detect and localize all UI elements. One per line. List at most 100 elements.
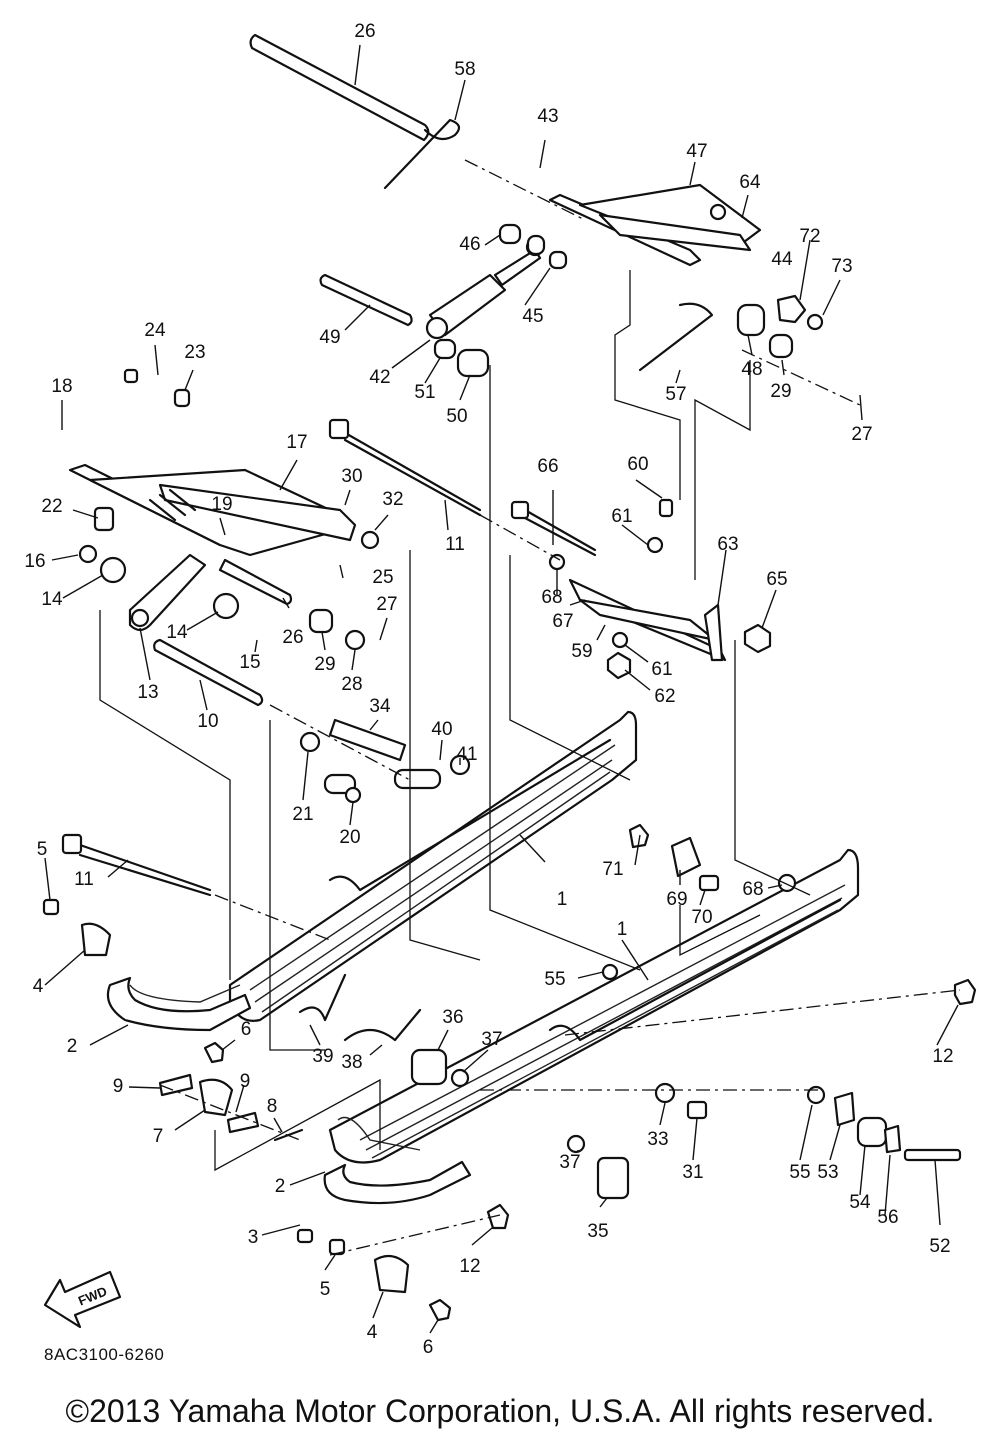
callout-12a: 12 <box>932 1046 953 1067</box>
callout-4b: 4 <box>367 1322 378 1343</box>
callout-67: 67 <box>552 611 573 632</box>
callout-7: 7 <box>153 1126 164 1147</box>
callout-63: 63 <box>717 534 738 555</box>
callout-41: 41 <box>456 744 477 765</box>
callout-44: 44 <box>771 249 793 270</box>
callout-30: 30 <box>341 466 362 487</box>
small-parts <box>42 118 977 1322</box>
callout-22: 22 <box>41 496 62 517</box>
callout-24: 24 <box>144 320 166 341</box>
callout-21: 21 <box>292 804 313 825</box>
callout-53: 53 <box>817 1162 838 1183</box>
callout-19: 19 <box>211 494 232 515</box>
callout-13: 13 <box>137 682 158 703</box>
slide-runner-left <box>106 976 252 1032</box>
callout-62: 62 <box>654 686 675 707</box>
callout-14b: 14 <box>166 622 188 643</box>
callout-9b: 9 <box>240 1071 251 1092</box>
callout-3: 3 <box>248 1227 259 1248</box>
callout-5b: 5 <box>320 1279 331 1300</box>
callout-38: 38 <box>341 1052 362 1073</box>
callout-70: 70 <box>691 907 712 928</box>
callout-66: 66 <box>537 456 558 477</box>
bolt-66 <box>510 500 597 557</box>
callout-40: 40 <box>431 719 452 740</box>
callout-55b: 55 <box>789 1162 810 1183</box>
callout-17: 17 <box>286 432 307 453</box>
callout-6a: 6 <box>241 1019 252 1040</box>
callout-20: 20 <box>339 827 360 848</box>
callout-23: 23 <box>184 342 205 363</box>
shaft-49 <box>319 273 413 327</box>
callout-28: 28 <box>341 674 362 695</box>
slide-rail-upper <box>228 710 638 1022</box>
callout-65: 65 <box>766 569 787 590</box>
callout-56: 56 <box>877 1207 898 1228</box>
callout-42: 42 <box>369 367 390 388</box>
callout-33: 33 <box>647 1129 668 1150</box>
callout-34: 34 <box>369 696 391 717</box>
callout-16: 16 <box>24 551 45 572</box>
callout-10: 10 <box>197 711 218 732</box>
callout-6b: 6 <box>423 1337 434 1358</box>
alignment-lines <box>99 159 961 1256</box>
shaft-26-top <box>249 33 430 142</box>
callout-55a: 55 <box>544 969 565 990</box>
callout-32: 32 <box>382 489 403 510</box>
callout-47: 47 <box>686 141 707 162</box>
callout-69: 69 <box>666 889 687 910</box>
callout-1b: 1 <box>617 919 628 940</box>
callout-39: 39 <box>312 1046 333 1067</box>
fwd-arrow-icon: FWD <box>43 1270 122 1329</box>
bolt-11-lower <box>61 833 212 897</box>
callout-9a: 9 <box>113 1076 124 1097</box>
bolt-11-upper <box>328 418 482 517</box>
shaft-10 <box>153 638 264 707</box>
leader-lines <box>44 44 959 1334</box>
callout-1a: 1 <box>557 889 568 910</box>
callout-52: 52 <box>929 1236 950 1257</box>
callout-4a: 4 <box>33 976 44 997</box>
callout-58: 58 <box>454 59 475 80</box>
callout-5a: 5 <box>37 839 48 860</box>
rear-arm-47 <box>548 183 762 267</box>
callout-15: 15 <box>239 652 260 673</box>
callout-45: 45 <box>522 306 543 327</box>
callout-54: 54 <box>849 1192 871 1213</box>
callout-25: 25 <box>372 567 393 588</box>
callout-12b: 12 <box>459 1256 480 1277</box>
callout-46: 46 <box>459 234 480 255</box>
slide-runner-right <box>323 1116 472 1205</box>
callout-61b: 61 <box>651 659 672 680</box>
exploded-parts-diagram: FWD 1 1 2 2 3 4 4 5 5 6 6 7 8 9 9 10 11 … <box>24 21 977 1358</box>
front-arm-17 <box>68 463 357 557</box>
link-arm-59 <box>568 578 727 662</box>
callout-8: 8 <box>267 1096 278 1117</box>
callout-29a: 29 <box>770 381 791 402</box>
callout-51: 51 <box>414 382 435 403</box>
callout-60: 60 <box>627 454 648 475</box>
callout-2b: 2 <box>275 1176 286 1197</box>
callout-49: 49 <box>319 327 340 348</box>
callout-18: 18 <box>51 376 72 397</box>
callout-14a: 14 <box>41 589 63 610</box>
callout-71: 71 <box>602 859 623 880</box>
callout-labels: 1 1 2 2 3 4 4 5 5 6 6 7 8 9 9 10 11 11 1… <box>24 21 953 1358</box>
callout-59: 59 <box>571 641 592 662</box>
callout-31: 31 <box>682 1162 703 1183</box>
callout-26b: 26 <box>282 627 303 648</box>
diagram-reference-code: 8AC3100-6260 <box>44 1345 165 1364</box>
callout-35: 35 <box>587 1221 608 1242</box>
callout-64: 64 <box>739 172 761 193</box>
callout-50: 50 <box>446 406 467 427</box>
callout-37a: 37 <box>481 1029 502 1050</box>
callout-37b: 37 <box>559 1152 580 1173</box>
callout-27a: 27 <box>851 424 872 445</box>
callout-57: 57 <box>665 384 686 405</box>
callout-68b: 68 <box>742 879 763 900</box>
callout-27b: 27 <box>376 594 397 615</box>
callout-61a: 61 <box>611 506 632 527</box>
callout-43: 43 <box>537 106 558 127</box>
callout-72: 72 <box>799 226 820 247</box>
callout-29b: 29 <box>314 654 335 675</box>
